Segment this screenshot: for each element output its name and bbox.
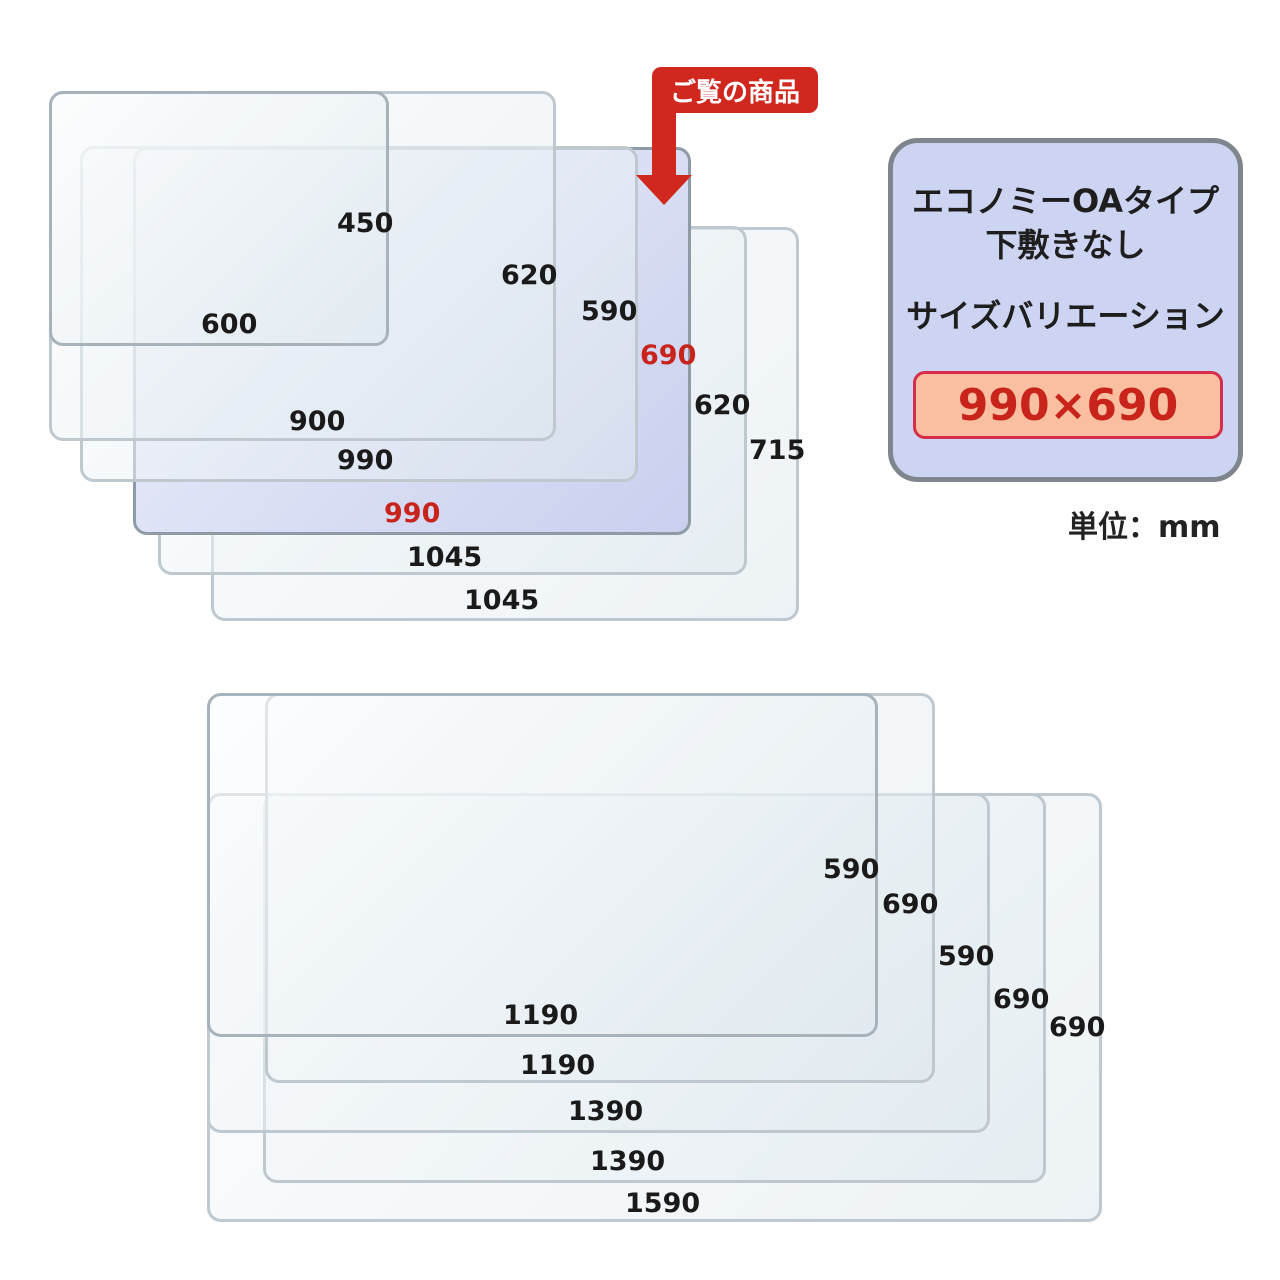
product-type-title: エコノミーOAタイプ: [911, 182, 1220, 220]
unit-label: 単位：mm: [1068, 510, 1221, 545]
dim-label-width-900: 900: [289, 406, 346, 437]
dim-label-depth-450: 450: [337, 208, 394, 239]
dim-label-width-1045: 1045: [464, 585, 540, 616]
dim-label-width-1390: 1390: [568, 1096, 644, 1127]
dim-label-width-1590: 1590: [625, 1188, 701, 1219]
dim-label-depth-590: 590: [938, 941, 995, 972]
dim-label-depth-620: 620: [501, 260, 558, 291]
size-variation-panel: エコノミーOAタイプ 下敷きなし サイズバリエーション 990×690: [888, 138, 1243, 482]
mat-600x450: [49, 91, 389, 346]
dim-label-width-1190: 1190: [503, 1000, 579, 1031]
dim-label-width-1390: 1390: [590, 1146, 666, 1177]
callout-arrow-icon: [636, 175, 692, 205]
selected-size-badge: 990×690: [913, 371, 1223, 439]
callout-current-product: ご覧の商品: [652, 67, 818, 113]
dim-label-depth-690: 690: [882, 889, 939, 920]
dim-label-depth-690: 690: [993, 984, 1050, 1015]
dim-label-width-990-selected: 990: [384, 498, 441, 529]
dim-label-width-600: 600: [201, 309, 258, 340]
dim-label-depth-590: 590: [581, 296, 638, 327]
dim-label-width-1190: 1190: [520, 1050, 596, 1081]
dim-label-depth-620: 620: [694, 390, 751, 421]
dim-label-width-990: 990: [337, 445, 394, 476]
size-variation-heading: サイズバリエーション: [906, 297, 1225, 335]
dim-label-depth-690-selected: 690: [640, 340, 697, 371]
mat-1190x590: [207, 693, 878, 1037]
product-subtitle: 下敷きなし: [985, 226, 1146, 264]
dim-label-depth-715: 715: [749, 435, 806, 466]
dim-label-depth-590: 590: [823, 854, 880, 885]
dim-label-width-1045: 1045: [407, 542, 483, 573]
dim-label-depth-690: 690: [1049, 1012, 1106, 1043]
